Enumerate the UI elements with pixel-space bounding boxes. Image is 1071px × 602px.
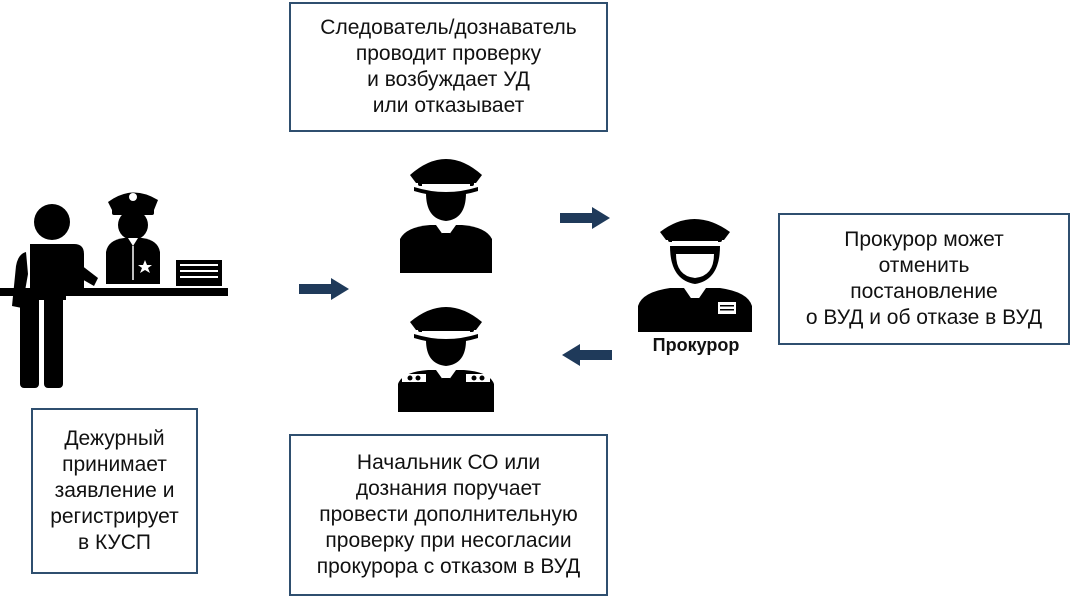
duty-text-line-3: заявление и	[54, 479, 175, 502]
duty-desk-scene-icon	[0, 192, 228, 388]
investigator-text-line-4: или отказывает	[372, 94, 525, 117]
prosecutor-text-line-2: отменить	[878, 254, 970, 277]
chief-text-line-2: дознания поручает	[355, 477, 542, 500]
chief-box: Начальник СО или дознания поручает прове…	[289, 434, 608, 596]
chief-officer-icon	[398, 307, 494, 412]
duty-text-line-4: регистрирует	[50, 505, 179, 528]
duty-officer-box: Дежурный принимает заявление и регистрир…	[31, 408, 198, 574]
investigator-text-line-2: проводит проверку	[355, 42, 542, 65]
arrow-right-icon	[560, 207, 610, 229]
chief-text-line-4: проверку при несогласии	[325, 529, 572, 552]
investigator-officer-icon	[400, 159, 492, 273]
duty-text-line-5: в КУСП	[77, 531, 152, 554]
arrow-right-icon	[299, 278, 349, 300]
duty-text-line-1: Дежурный	[64, 427, 165, 450]
prosecutor-text-line-4: о ВУД и об отказе в ВУД	[805, 306, 1043, 329]
prosecutor-text-line-1: Прокурор может	[844, 228, 1004, 251]
chief-text-line-1: Начальник СО или	[356, 451, 541, 474]
chief-text-line-5: прокурора с отказом в ВУД	[316, 555, 581, 578]
investigator-text-line-1: Следователь/дознаватель	[320, 16, 577, 39]
prosecutor-icon	[638, 219, 752, 332]
prosecutor-label: Прокурор	[652, 335, 740, 355]
investigator-box: Следователь/дознаватель проводит проверк…	[289, 2, 608, 132]
investigator-text-line-3: и возбуждает УД	[367, 68, 530, 91]
duty-officer-figure-icon	[106, 192, 160, 284]
prosecutor-text-line-3: постановление	[850, 280, 998, 303]
papers-stack-icon	[176, 260, 222, 286]
chief-text-line-3: провести дополнительную	[319, 503, 578, 526]
prosecutor-box: Прокурор может отменить постановление о …	[778, 213, 1070, 345]
desk-icon	[0, 288, 228, 296]
arrow-left-icon	[562, 344, 612, 366]
duty-text-line-2: принимает	[62, 453, 167, 476]
